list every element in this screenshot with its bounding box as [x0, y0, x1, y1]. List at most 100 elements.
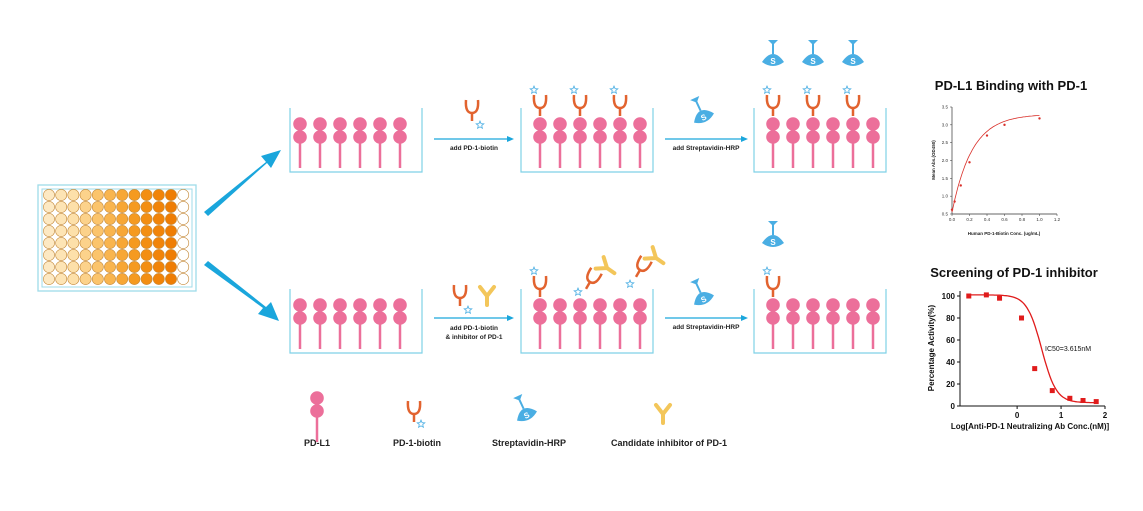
chart1-xtick-label: 0.4 [984, 217, 991, 222]
plate-well [128, 201, 141, 213]
pdl1-molecule [804, 115, 822, 170]
plate-well [79, 261, 92, 273]
plate-well [177, 189, 190, 201]
well-top-2 [520, 108, 654, 173]
pdl1-molecule [371, 115, 389, 170]
chart1-ytick-label: 2.0 [942, 158, 949, 163]
legend-pdl1-icon [308, 389, 326, 444]
plate-well [79, 225, 92, 237]
plate-well [79, 237, 92, 249]
pd1-bound-top-2 [529, 85, 628, 118]
legend-hrp-icon: S [513, 393, 537, 422]
chart1-xtick-label: 1.0 [1036, 217, 1043, 222]
chart1-point [959, 184, 962, 187]
chart1-ytick-label: 0.5 [942, 212, 949, 217]
plate-well [55, 225, 68, 237]
hrp-letter: S [699, 294, 708, 305]
pdl1-molecule [391, 115, 409, 170]
plate-well [165, 273, 177, 285]
plate-well [177, 261, 190, 273]
chart1-title: PD-L1 Binding with PD-1 [935, 78, 1087, 93]
plate-well [177, 237, 190, 249]
plate-well [67, 201, 80, 213]
plate-well [55, 249, 68, 261]
legend-inhibitor-label: Candidate inhibitor of PD-1 [611, 438, 727, 448]
pdl1-molecule [311, 296, 329, 351]
plate-well [67, 189, 80, 201]
legend: PD-L1 PD-1-biotin S Streptavidin-HRP Can… [304, 389, 727, 448]
plate-well [91, 201, 104, 213]
plate-well [152, 189, 165, 201]
plate-well [43, 249, 55, 261]
step-arrow-top-2 [665, 136, 748, 142]
plate-well [152, 225, 165, 237]
plate-well [128, 261, 141, 273]
pdl1-molecule [804, 296, 822, 351]
step-label-bottom-1b: & inhibitor of PD-1 [445, 334, 502, 341]
pdl1-molecule [864, 115, 882, 170]
chart1-ytick-label: 2.5 [942, 140, 949, 145]
step-label-top-2: add Streptavidin-HRP [673, 145, 740, 152]
step-label-top-1: add PD-1-biotin [450, 145, 498, 152]
hrp-letter: S [522, 410, 531, 421]
plate-well [128, 237, 141, 249]
plate-well [140, 249, 153, 261]
pdl1-molecule [591, 115, 609, 170]
chart2-fit-curve [968, 294, 1099, 404]
plate-well [140, 237, 153, 249]
chart1-ytick-label: 1.5 [942, 176, 949, 181]
pdl1-molecule [531, 115, 549, 170]
legend-pd1-label: PD-1-biotin [393, 438, 441, 448]
pdl1-molecule [351, 115, 369, 170]
plate-well [128, 189, 141, 201]
plate-well [67, 249, 80, 261]
pdl1-molecule [531, 296, 549, 351]
plate-well [152, 213, 165, 225]
plate-well [165, 201, 177, 213]
plate-well [67, 273, 80, 285]
pdl1-molecule [571, 296, 589, 351]
chart1-ytick-label: 1.0 [942, 194, 949, 199]
hrp-letter: S [810, 57, 816, 66]
chart2-point [1032, 366, 1038, 372]
pdl1-molecule [331, 115, 349, 170]
chart2-ytick-label: 100 [942, 292, 956, 301]
pdl1-molecule [824, 115, 842, 170]
pdl1-molecule [311, 115, 329, 170]
streptavidin-hrp-bound-bottom: S [762, 221, 784, 247]
chart2-point [1019, 315, 1025, 321]
pdl1-molecule [351, 296, 369, 351]
plate-well [43, 261, 55, 273]
hrp-letter: S [770, 238, 776, 247]
chart1-ytick-label: 3.5 [942, 105, 949, 110]
pdl1-molecule [291, 115, 309, 170]
plate-well [116, 189, 129, 201]
step-label-bottom-2: add Streptavidin-HRP [673, 324, 740, 331]
plate-well [43, 225, 55, 237]
legend-pd1-icon [406, 399, 426, 428]
plate-well [67, 225, 80, 237]
plate-well [128, 213, 141, 225]
pdl1-molecule [764, 115, 782, 170]
pdl1-molecule [844, 296, 862, 351]
plate-well [116, 201, 129, 213]
plate-well [165, 213, 177, 225]
pdl1-molecule [611, 115, 629, 170]
chart2-point [1049, 388, 1055, 394]
plate-well [140, 273, 153, 285]
chart2-xtick-label: 0 [1015, 411, 1020, 420]
plate-well [177, 201, 190, 213]
plate-well [165, 261, 177, 273]
pdl1-molecule [824, 296, 842, 351]
chart2-point [1067, 395, 1073, 401]
chart1-point [985, 134, 989, 137]
chart2-point [966, 293, 972, 299]
chart2-ytick-label: 0 [951, 402, 956, 411]
plate-well [79, 213, 92, 225]
hrp-letter: S [699, 112, 708, 123]
reagent-pd1-top [464, 98, 485, 129]
well-top-3 [753, 108, 887, 173]
